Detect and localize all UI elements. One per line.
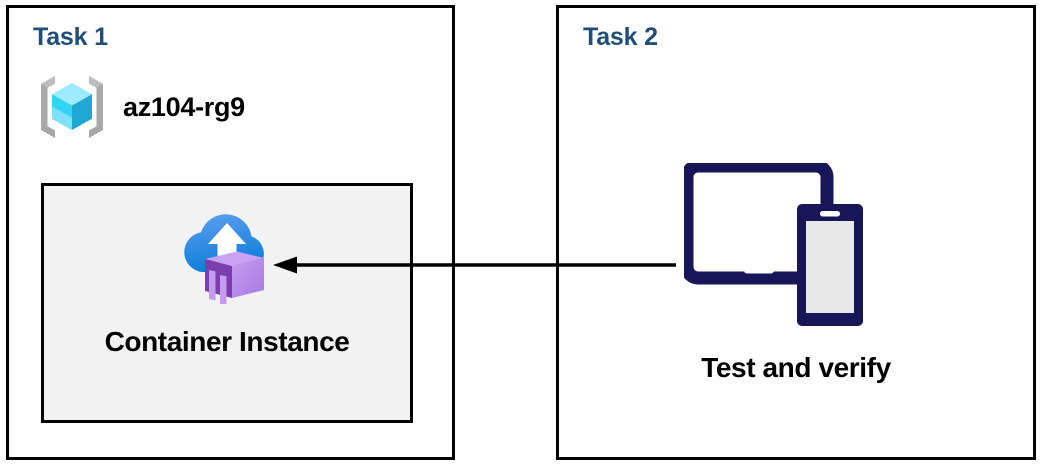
resource-group-label: az104-rg9 [123, 91, 245, 122]
test-and-verify-label: Test and verify [701, 352, 891, 383]
task-1-panel: Task 1 az104-rg9 [6, 5, 455, 460]
resource-group-row: az104-rg9 [35, 70, 245, 144]
azure-resource-group-icon [35, 70, 109, 144]
container-instance-label: Container Instance [104, 326, 350, 357]
task-1-title: Task 1 [33, 23, 108, 51]
task-2-panel: Task 2 [556, 5, 1036, 460]
container-instance-card: Container Instance [41, 183, 413, 423]
task-2-title: Task 2 [583, 23, 658, 51]
